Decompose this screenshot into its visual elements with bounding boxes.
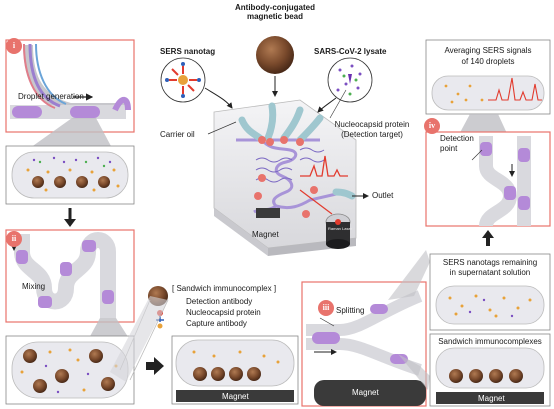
legend-title: [ Sandwich immunocomplex ] [172,284,277,293]
laser-label: Raman Laser [328,226,353,231]
target-line2: (Detection target) [341,130,403,139]
panel-iv-badge: iv [424,118,440,134]
legend-nucleocapsid: Nucleocapsid protein [186,308,261,317]
supernatant-line1: SERS nanotags remaining [442,258,538,267]
sars-cov-2-lysate-icon [327,57,373,103]
mixing-label: Mixing [22,282,46,291]
supernatant-droplet [429,253,551,331]
immunocomplex-magnet-label: Magnet [478,394,505,403]
panel-iii-badge: iii [318,300,334,316]
detection-line1: Detection [440,134,474,143]
panel-iii [301,250,430,407]
arrow-right-icon [146,357,164,375]
bead-title: Antibody-conjugated magnetic bead [235,3,315,21]
supernatant-line2: in supernatant solution [449,268,531,277]
panel-iv [425,39,551,228]
legend-capture-antibody: Capture antibody [186,319,247,328]
arrow-up-icon [482,230,494,246]
nanotag-title: SERS nanotag [160,47,216,56]
legend-detection-antibody: Detection antibody [186,297,253,306]
lysate-title: SARS-CoV-2 lysate [314,47,387,56]
droplet-generation-label: Droplet generation [18,92,84,101]
sers-nanotag-icon [160,57,206,103]
target-line1: Nucleocapsid protein [334,120,410,129]
panel-iii-magnet-label: Magnet [352,388,379,397]
raman-laser-icon [325,213,351,249]
middle-magnet-panel [171,335,299,405]
center-magnet-label: Magnet [252,230,279,239]
carrier-oil-label: Carrier oil [160,130,195,139]
detection-line2: point [440,144,458,153]
panel-i-droplet-detail [5,145,135,205]
immunocomplex-droplet [429,333,551,407]
panel-i-badge: i [6,38,22,54]
panel-ii [5,229,135,340]
arrow-down-icon [64,219,76,227]
panel-ii-badge: ii [6,231,22,247]
magnetic-bead-icon [256,36,294,74]
avg-line1: Averaging SERS signals [444,46,532,55]
splitting-label: Splitting [336,306,365,315]
middle-magnet-label: Magnet [222,392,249,401]
outlet-label: Outlet [372,191,394,200]
immunocomplex-icon [110,286,169,382]
microfluidic-chip [213,99,357,256]
avg-line2: of 140 droplets [461,57,515,66]
panel-i [5,39,135,148]
immunocomplex-label: Sandwich immunocomplexes [438,337,542,346]
